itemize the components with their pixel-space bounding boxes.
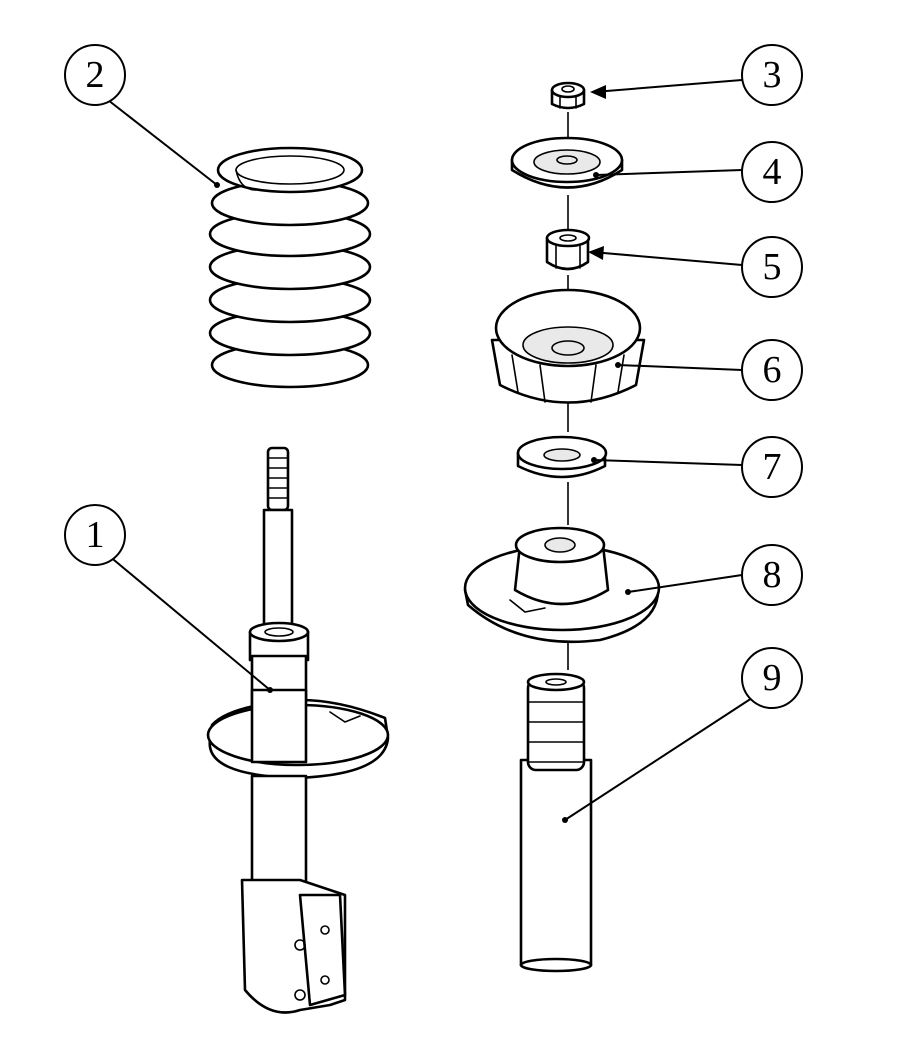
upper-spring-seat: [463, 526, 661, 644]
callout-label: 5: [763, 246, 782, 288]
callout-label: 3: [763, 54, 782, 96]
leader-lines: [107, 79, 753, 823]
washer-plate: [510, 136, 624, 189]
strut-mount: [490, 288, 646, 404]
bump-stop-boot: [519, 672, 593, 973]
callout-label: 4: [763, 151, 782, 193]
spacer-ring: [516, 435, 608, 479]
callout-label: 1: [86, 514, 105, 556]
callout-label: 8: [763, 554, 782, 596]
callout-5: 5: [741, 236, 803, 298]
callout-label: 9: [763, 657, 782, 699]
callout-9: 9: [741, 647, 803, 709]
callout-label: 6: [763, 349, 782, 391]
bushing: [545, 228, 591, 271]
callout-2: 2: [64, 44, 126, 106]
callout-8: 8: [741, 544, 803, 606]
callout-label: 2: [86, 54, 105, 96]
callout-3: 3: [741, 44, 803, 106]
callout-6: 6: [741, 339, 803, 401]
callout-label: 7: [763, 446, 782, 488]
callout-1: 1: [64, 504, 126, 566]
shock-absorber-strut: [206, 446, 390, 1014]
nut: [550, 81, 586, 110]
coil-spring: [208, 146, 372, 389]
callout-4: 4: [741, 141, 803, 203]
callout-7: 7: [741, 436, 803, 498]
